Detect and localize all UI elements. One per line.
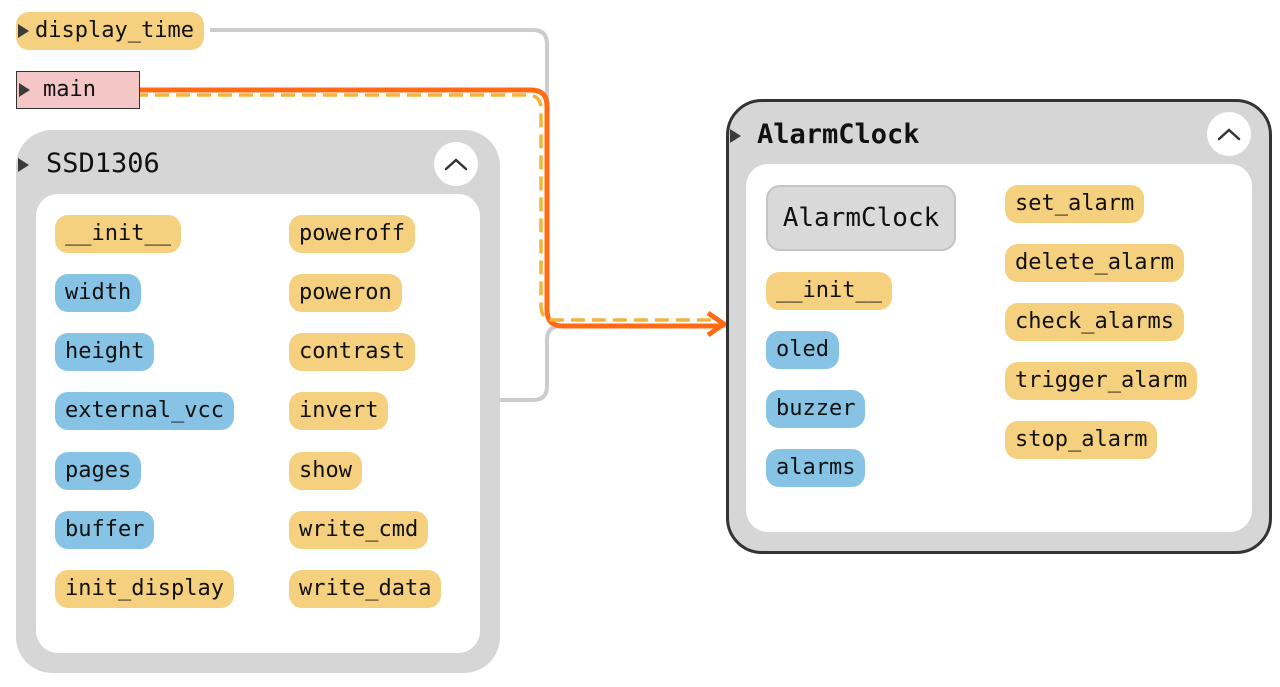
- triangle-right-icon[interactable]: [19, 83, 30, 97]
- item-ssd-init[interactable]: __init__: [55, 215, 181, 253]
- item-ssd-buffer[interactable]: buffer: [55, 511, 155, 549]
- item-alarm-check-alarms[interactable]: check_alarms: [1005, 303, 1184, 341]
- item-alarm-alarms[interactable]: alarms: [766, 449, 866, 487]
- item-alarm-buzzer[interactable]: buzzer: [766, 390, 866, 428]
- triangle-right-icon[interactable]: [18, 158, 29, 172]
- item-ssd-show[interactable]: show: [289, 452, 362, 490]
- class-node-alarmclock[interactable]: AlarmClock: [766, 185, 956, 251]
- node-display-time[interactable]: display_time: [16, 12, 204, 50]
- item-ssd-poweron[interactable]: poweron: [289, 274, 402, 312]
- item-alarm-delete-alarm[interactable]: delete_alarm: [1005, 244, 1184, 282]
- item-ssd-pages[interactable]: pages: [55, 452, 142, 490]
- group-title: SSD1306: [46, 148, 160, 179]
- item-alarm-trigger-alarm[interactable]: trigger_alarm: [1005, 362, 1198, 400]
- edge-ssd1306-to-alarmclock: [500, 324, 726, 402]
- node-label: display_time: [35, 18, 194, 43]
- group-title: AlarmClock: [757, 119, 920, 150]
- collapse-button[interactable]: [434, 142, 478, 186]
- item-alarm-init[interactable]: __init__: [766, 272, 892, 310]
- edge-arrowhead: [706, 310, 727, 338]
- item-ssd-height[interactable]: height: [55, 333, 155, 371]
- chevron-up-icon: [1217, 128, 1241, 141]
- item-ssd-write-data[interactable]: write_data: [289, 570, 442, 608]
- item-ssd-init-display[interactable]: init_display: [55, 570, 234, 608]
- item-ssd-write-cmd[interactable]: write_cmd: [289, 511, 429, 549]
- item-ssd-invert[interactable]: invert: [289, 392, 389, 430]
- item-ssd-poweroff[interactable]: poweroff: [289, 215, 415, 253]
- item-ssd-width[interactable]: width: [55, 274, 142, 312]
- item-alarm-stop-alarm[interactable]: stop_alarm: [1005, 421, 1158, 459]
- item-ssd-contrast[interactable]: contrast: [289, 333, 415, 371]
- item-ssd-external-vcc[interactable]: external_vcc: [55, 392, 234, 430]
- chevron-up-icon: [444, 158, 468, 171]
- node-label: main: [43, 77, 96, 102]
- triangle-right-icon[interactable]: [730, 129, 741, 143]
- collapse-button[interactable]: [1207, 112, 1251, 156]
- item-alarm-oled[interactable]: oled: [766, 331, 839, 369]
- item-alarm-set-alarm[interactable]: set_alarm: [1005, 185, 1145, 223]
- triangle-right-icon[interactable]: [18, 24, 29, 38]
- node-main[interactable]: main: [16, 71, 140, 109]
